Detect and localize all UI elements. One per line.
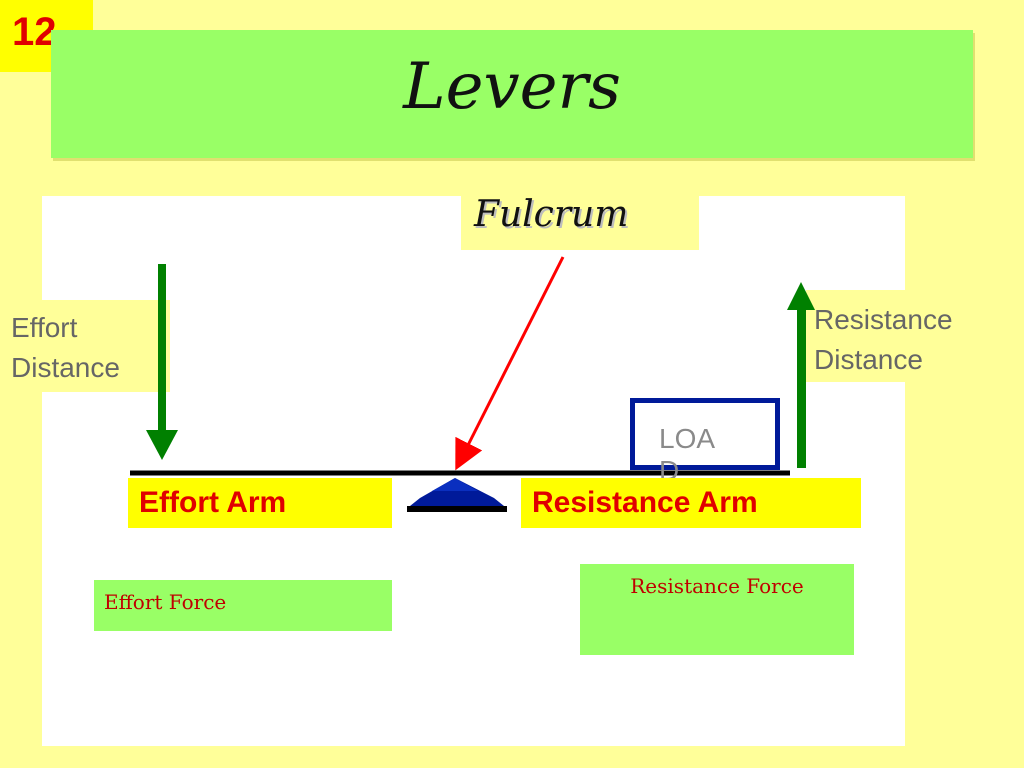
slide-title: Levers	[403, 50, 621, 124]
resistance-arm-label: Resistance Arm	[521, 478, 861, 528]
load-box: LOAD	[630, 398, 780, 486]
resistance-distance-label: Resistance Distance	[806, 290, 1024, 382]
fulcrum-label: Fulcrum	[474, 194, 629, 235]
effort-distance-label: Effort Distance	[0, 300, 170, 392]
resistance-force-label: Resistance Force	[580, 564, 854, 655]
up-arrow-icon	[787, 282, 815, 468]
effort-force-label: Effort Force	[94, 580, 392, 631]
effort-arm-label: Effort Arm	[128, 478, 392, 528]
pointer-arrow-icon	[455, 256, 565, 471]
fulcrum-triangle-icon	[407, 478, 507, 512]
down-arrow-icon	[146, 264, 178, 460]
title-banner	[51, 30, 973, 158]
fulcrum-label-box	[461, 178, 699, 250]
